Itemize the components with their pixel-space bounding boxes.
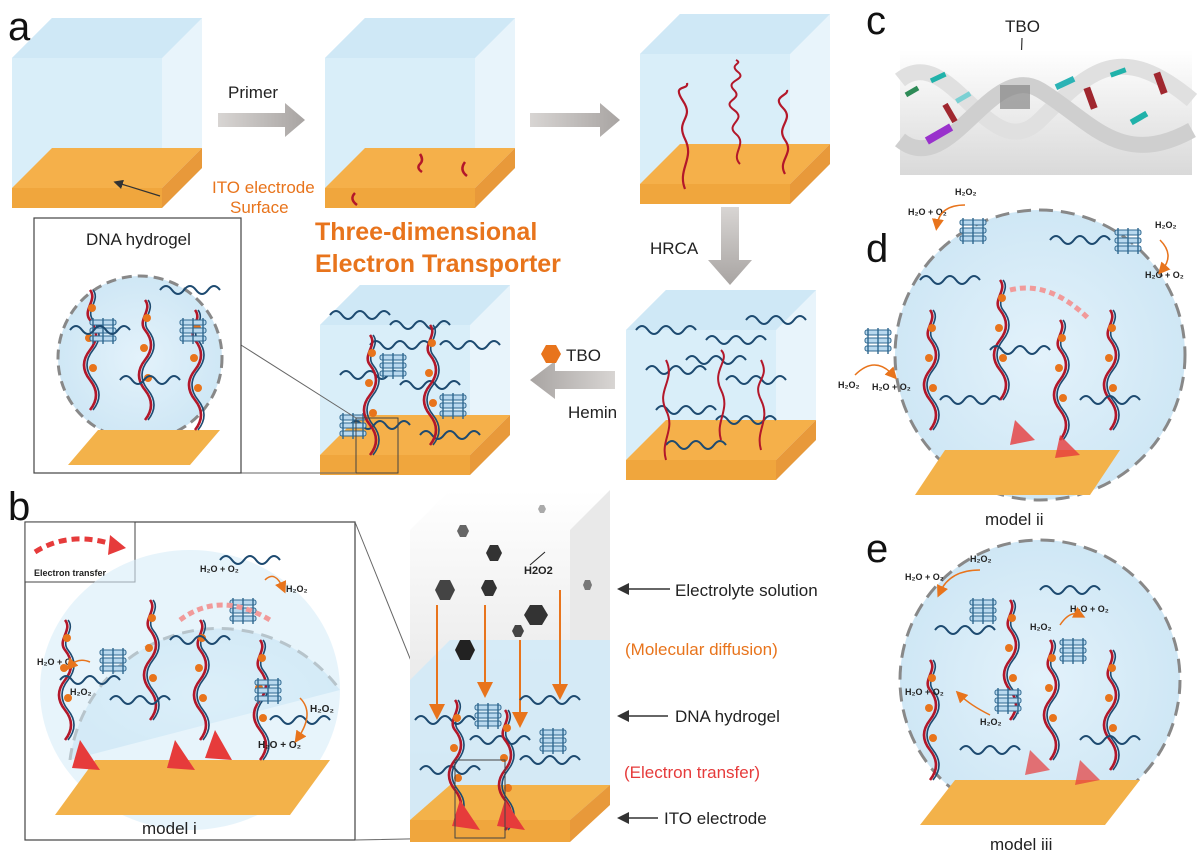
- zoom-box-b: [454, 759, 506, 839]
- primer-arrow: [218, 103, 305, 137]
- panel-label-a: a: [8, 5, 31, 49]
- electrolyte-label: Electrolyte solution: [675, 581, 818, 600]
- hydrogel-sphere-b: [40, 550, 342, 830]
- e-h2o-o2-3: H₂O + O₂: [905, 687, 944, 697]
- d-h2o2-2: H₂O₂: [1155, 220, 1177, 230]
- d-h2o-o2-1: H₂O + O₂: [908, 207, 947, 217]
- electron-transfer-legend-arrow: [33, 536, 116, 555]
- legend-label: Electron transfer: [34, 568, 107, 578]
- tbo-c-label: TBO: [1005, 17, 1040, 36]
- b-h2o2-1: H₂O₂: [286, 584, 308, 594]
- cube-primer-grown: [640, 14, 830, 204]
- ito-electrode-b-label: ITO electrode: [664, 809, 767, 828]
- cube-bare-electrode: [12, 18, 202, 208]
- growth-arrow: [530, 103, 620, 137]
- dna-helix-image: [895, 50, 1198, 175]
- electrode-d: [915, 450, 1120, 495]
- b-h2o-o2-1: H₂O + O₂: [200, 564, 239, 574]
- cube-h2o2-label: H2O2: [524, 565, 553, 577]
- primer-label: Primer: [228, 83, 278, 102]
- gq-icon-d2: [1114, 227, 1142, 255]
- title-line-2: Electron Transporter: [315, 250, 561, 278]
- diffusion-label: (Molecular diffusion): [625, 640, 778, 659]
- d-h2o2-3: H₂O₂: [838, 380, 860, 390]
- hydrogel-sphere-e: [898, 538, 1182, 825]
- gq-icon-d3: [864, 327, 892, 355]
- legend-box: [24, 521, 136, 583]
- cube-primer: [325, 18, 515, 208]
- zoom-box-a: [355, 417, 399, 474]
- hemin-label: Hemin: [568, 403, 617, 422]
- e-h2o-o2-1: H₂O + O₂: [905, 572, 944, 582]
- gq-icon-d1: [959, 217, 987, 245]
- cube-electron-transporter: [320, 285, 510, 475]
- transfer-label: (Electron transfer): [624, 763, 760, 782]
- b-h2o-o2-3: H₂O + O₂: [258, 740, 301, 751]
- panel-label-d: d: [866, 227, 888, 271]
- cube-hydrogel: [626, 290, 816, 480]
- ito-electrode-label: ITO electrode: [212, 178, 315, 197]
- hrca-arrow: [708, 207, 752, 285]
- b-h2o2-3: H₂O₂: [310, 704, 334, 715]
- hrca-label: HRCA: [650, 239, 699, 258]
- model-ii-label: model ii: [985, 510, 1044, 529]
- model-iii-label: model iii: [990, 835, 1052, 854]
- ito-pointer-arrow: [113, 179, 161, 197]
- hydrogel-label: DNA hydrogel: [675, 707, 780, 726]
- tbo-hemin-arrow: [530, 361, 615, 399]
- panel-label-e: e: [866, 527, 888, 571]
- panel-label-b: b: [8, 485, 30, 529]
- tbo-label: TBO: [566, 346, 601, 365]
- ito-surface-label: Surface: [230, 198, 289, 217]
- electrode-e: [920, 780, 1140, 825]
- hydrogel-sphere-a: [56, 274, 224, 465]
- model-i-label: model i: [142, 819, 197, 838]
- electrode-b: [55, 760, 330, 815]
- inset-title-a: DNA hydrogel: [86, 230, 191, 249]
- zoom-lines-a: [240, 344, 357, 474]
- b-h2o-o2-2: H₂O + O₂: [37, 657, 76, 667]
- d-h2o2-1: H₂O₂: [955, 187, 977, 197]
- hydrogel-sphere-d: [893, 208, 1187, 502]
- e-h2o2-2: H₂O₂: [1030, 622, 1052, 632]
- d-h2o-o2-3: H₂O + O₂: [872, 382, 911, 392]
- panel-label-c: c: [866, 0, 886, 43]
- b-h2o2-2: H₂O₂: [70, 687, 92, 697]
- tbo-hexagon-icon: [541, 345, 561, 363]
- e-h2o-o2-2: H₂O + O₂: [1070, 604, 1109, 614]
- e-h2o2-1: H₂O₂: [970, 554, 992, 564]
- cube-diffusion: [410, 490, 610, 842]
- d-h2o-o2-2: H₂O + O₂: [1145, 270, 1184, 280]
- e-h2o2-3: H₂O₂: [980, 717, 1002, 727]
- title-line-1: Three-dimensional: [315, 218, 537, 246]
